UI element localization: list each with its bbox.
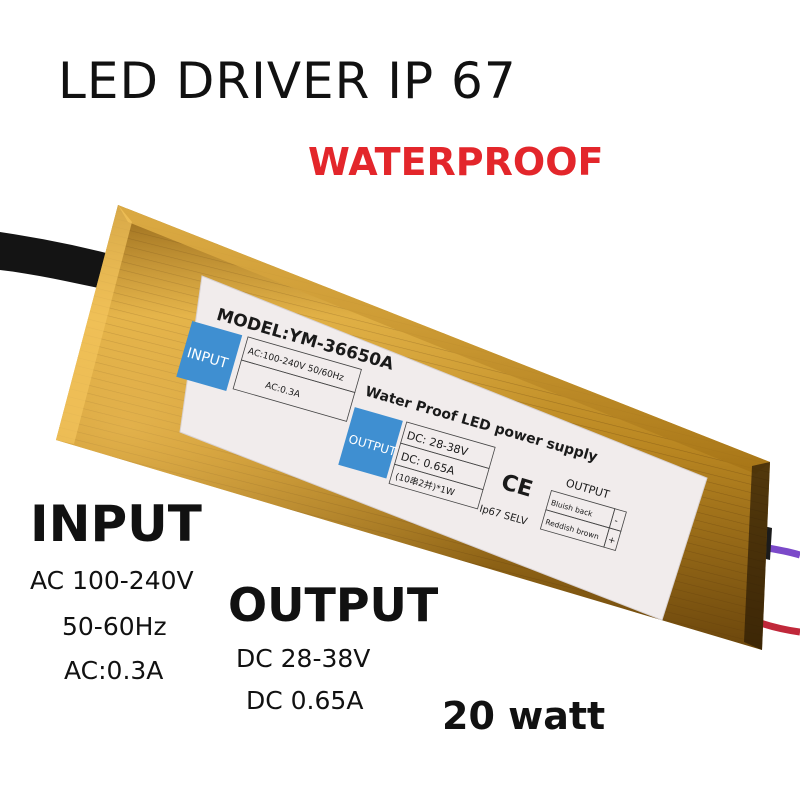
input-line-current: AC:0.3A [64, 656, 164, 685]
output-heading: OUTPUT [228, 578, 439, 632]
product-label [179, 275, 708, 621]
input-line-frequency: 50-60Hz [62, 612, 167, 641]
input-cable [0, 232, 118, 290]
wattage-label: 20 watt [442, 694, 606, 738]
label-wire-1-sign: - [613, 516, 619, 527]
label-input-block [176, 320, 243, 392]
output-line-current: DC 0.65A [246, 686, 364, 715]
input-line-voltage: AC 100-240V [30, 566, 194, 595]
label-output-block [338, 407, 403, 479]
product-photo: MODEL:YM-36650A INPUT AC:100-240V 50/60H… [0, 205, 800, 650]
waterproof-subtitle: WATERPROOF [308, 140, 604, 184]
input-heading: INPUT [30, 495, 202, 553]
page-title: LED DRIVER IP 67 [58, 52, 517, 110]
output-line-voltage: DC 28-38V [236, 644, 371, 673]
label-wire-2-sign: + [607, 535, 617, 547]
